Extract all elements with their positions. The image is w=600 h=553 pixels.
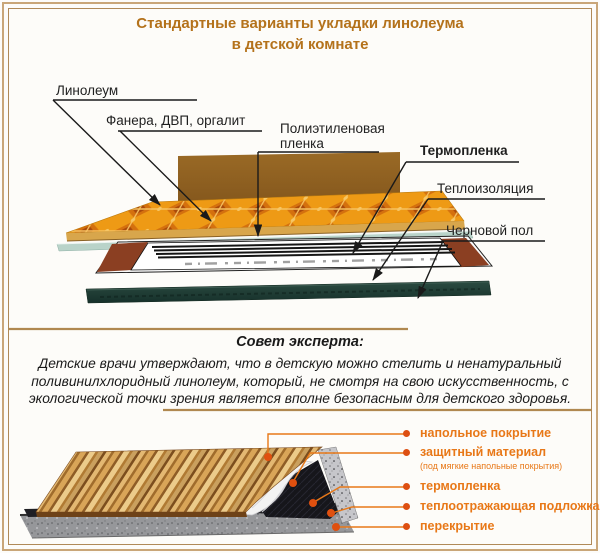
bottom-diagram-connectors [267, 433, 404, 528]
legend-label: термопленка [420, 479, 501, 493]
thermal-film-markings [184, 257, 439, 266]
label-plywood: Фанера, ДВП, оргалит [106, 113, 246, 128]
legend-label: напольное покрытие [420, 426, 552, 440]
label-thermal-film: Термопленка [420, 143, 508, 158]
legend-label: защитный материал [420, 445, 547, 459]
bottom-diagram-art [19, 433, 404, 539]
legend-label: перекрытие [420, 519, 495, 533]
bullet-icon [403, 430, 410, 437]
thermal-film-black-shape [258, 460, 338, 519]
title-line1: Стандартные варианты укладки линолеума [136, 15, 464, 32]
label-poly-film: Полиэтиленовая пленка [280, 121, 385, 151]
wood-front-edge [36, 512, 247, 517]
thermal-film-left-contact [97, 242, 148, 272]
legend-item-thermal-film: термопленка [403, 479, 500, 494]
legend-note: (под мягкие напольные покрытия) [420, 461, 563, 471]
bullet-icon [403, 503, 410, 510]
label-linoleum: Линолеум [56, 83, 119, 98]
expert-advice-body: Детские врачи утверждают, что в детскую … [28, 356, 572, 406]
wood-floor-shape [35, 446, 323, 513]
legend-item-reflective-underlay: теплоотражающая подложка [403, 499, 599, 514]
thermal-film-right-contact [438, 238, 489, 267]
top-diagram-leaders [52, 99, 545, 300]
bottom-diagram-anchor-dots [264, 453, 340, 531]
reflective-underlay-edge-shape [317, 446, 359, 524]
bullet-icon [403, 483, 410, 490]
subfloor-layer-shape [85, 280, 492, 304]
legend-label: теплоотражающая подложка [420, 499, 600, 513]
page-title: Стандартные варианты укладки линолеума в… [0, 13, 600, 55]
bullet-icon [403, 449, 410, 456]
thermal-film-stripes [151, 241, 456, 259]
legend-item-slab: перекрытие [403, 519, 494, 534]
expert-advice-heading: Совет эксперта: [236, 334, 364, 350]
label-subfloor: Черновой пол [446, 223, 534, 238]
expert-advice-section: Совет эксперта: Детские врачи утверждают… [15, 334, 585, 408]
bullet-icon [403, 523, 410, 530]
title-line2: в детской комнате [231, 36, 369, 53]
linoleum-edge-shape [66, 221, 465, 241]
top-diagram-art [52, 99, 545, 304]
legend-item-floor-covering: напольное покрытие [403, 426, 551, 441]
legend-item-protective-material: защитный материал (под мягкие напольные … [403, 445, 562, 472]
label-insulation: Теплоизоляция [437, 181, 534, 196]
